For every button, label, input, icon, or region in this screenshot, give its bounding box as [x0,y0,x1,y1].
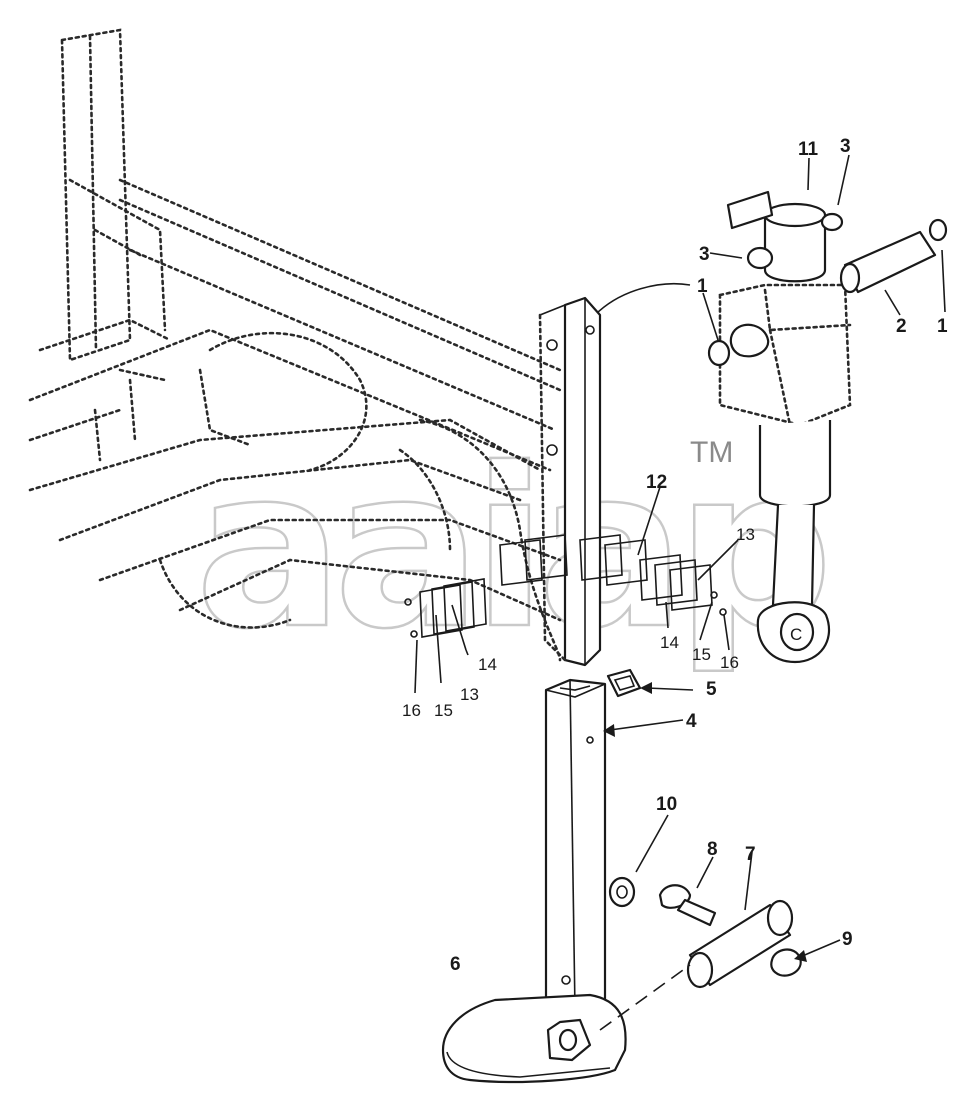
callout-7: 7 [745,844,756,865]
shim-plates-center [499,534,648,586]
callout-5: 5 [706,679,717,700]
hinge-pin [686,899,794,989]
leaders [414,154,946,962]
callout-16-left: 16 [402,701,421,720]
callout-3-top: 3 [840,136,851,157]
callout-1-right: 1 [937,316,948,337]
pin-assembly-right [707,218,948,367]
callout-13-right: 13 [736,525,755,544]
callout-10: 10 [656,794,677,815]
callouts: 11 3 3 1 2 1 12 13 14 15 16 14 13 15 16 … [402,136,948,975]
callout-12: 12 [646,472,667,493]
washer [608,876,636,908]
assembly-line [599,964,691,1031]
rod-eye-mark: C [790,625,802,644]
callout-15-left: 15 [434,701,453,720]
shim-plates-left [404,578,487,638]
nut [770,948,802,977]
callout-2: 2 [896,316,907,337]
mounting-post [538,296,602,667]
callout-16-right: 16 [720,653,739,672]
callout-13-left: 13 [460,685,479,704]
vehicle-frame [28,28,691,662]
callout-3-left: 3 [699,244,710,265]
shim-plates-right [639,554,727,616]
callout-14-left: 14 [478,655,497,674]
post-tube [544,678,607,1012]
callout-4: 4 [686,711,697,732]
callout-1-top: 1 [697,276,708,297]
callout-15-right: 15 [692,645,711,664]
foot-plate [441,993,627,1084]
callout-14-right: 14 [660,633,679,652]
hydraulic-cylinder: C [718,190,852,664]
callout-11: 11 [798,139,819,160]
callout-8: 8 [707,839,718,860]
callout-6: 6 [450,954,461,975]
watermark-trademark: TM [690,436,733,469]
bolt [658,884,717,927]
callout-9: 9 [842,929,853,950]
